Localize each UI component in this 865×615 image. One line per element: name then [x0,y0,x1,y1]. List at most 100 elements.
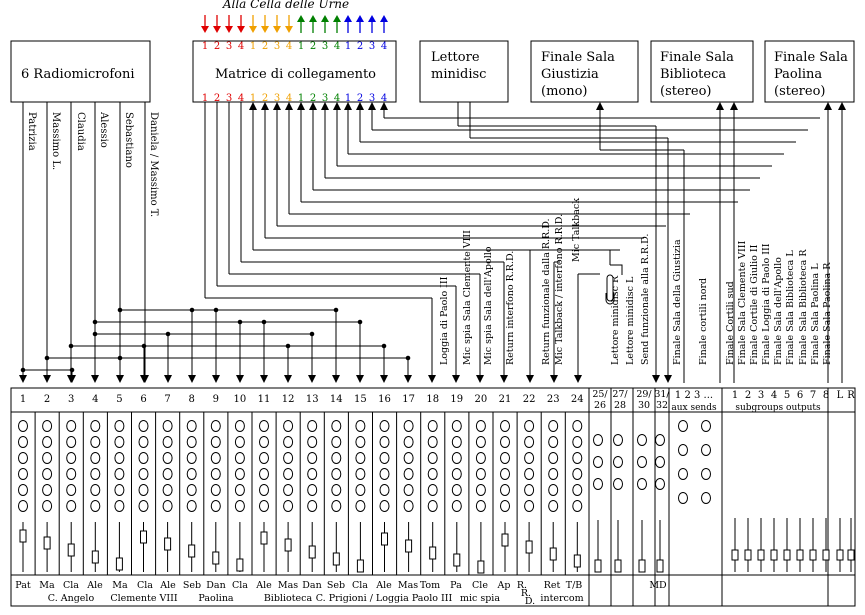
channel-knob [331,420,342,432]
channel-knob [18,420,28,432]
channel-knob [548,452,559,464]
channel-fader [429,546,437,560]
matrix-bottom-number: 2 [357,93,363,104]
matrix-bottom-number: 1 [250,93,256,104]
stereo-knob [655,456,665,468]
matrix-arrowhead-down [225,26,233,33]
channel-knob [500,484,510,496]
channel-knob [451,452,462,464]
matrix-box [192,40,397,103]
signal-label: Return interfono R.R.D. [505,251,516,365]
channel-knob [427,420,438,432]
matrix-arrowhead-down [249,26,257,33]
junction-dot [92,319,98,325]
channel-knob [66,420,77,432]
channel-knob [42,500,53,512]
channel-knob [66,500,77,512]
giustizia-box [530,40,639,103]
junction-dot [285,343,291,349]
mic-name-label: Daniela / Massimo T. [148,112,159,217]
subgroup-fader [836,549,844,561]
channel-knob [186,436,197,448]
channel-knob [427,436,438,448]
channel-number: 15 [354,394,367,405]
channel-knob [259,420,269,432]
matrix-top-number: 4 [334,41,340,52]
stereo-channel-number: 25/ [592,389,608,400]
channel-knob [331,500,342,512]
matrix-arrowhead-down [213,26,221,33]
subgroup-number: 3 [758,390,764,401]
channel-knob [524,420,535,432]
channel-knob [307,500,318,512]
channel-number: 4 [92,394,98,405]
scribble-label: Seb [183,580,201,591]
stereo-knob [637,434,647,446]
channel-knob [379,468,390,480]
matrix-arrowhead-down [261,26,269,33]
channel-knob [572,500,583,512]
channel-knob [18,452,28,464]
channel-knob [114,452,125,464]
channel-knob [548,468,559,480]
channel-knob [307,484,318,496]
channel-knob [500,452,510,464]
scribble-label: C. Prigioni / Loggia Paolo III [316,593,453,604]
aux-label: aux sends [671,403,717,413]
signal-label: Mic Talkback / interfono R.R.D. [554,214,565,365]
matrix-arrowhead-down [285,26,293,33]
channel-number: 24 [571,394,584,405]
scribble-label: intercom [540,593,583,604]
aux-knob [678,444,688,456]
channel-knob [259,436,269,448]
stereo-channel-number: 32 [656,400,668,411]
signal-label: Finale Sala Paolina L [810,263,821,365]
subgroup-number: 7 [810,390,816,401]
scribble-label: MD [649,580,667,591]
stereo-channel-number: 27/ [612,389,628,400]
subgroup-fader [757,549,765,561]
channel-knob [114,436,125,448]
channel-knob [355,452,366,464]
channel-number: 14 [330,394,343,405]
radiomicrofoni-box [10,40,151,103]
junction-dot [117,307,123,313]
aux-numbers: 1 2 3 ... [675,390,713,401]
scribble-label: Ale [375,580,392,591]
channel-fader [573,554,581,568]
channel-number: 5 [116,394,122,405]
channel-number: 11 [258,394,271,405]
channel-fader [188,544,196,558]
signal-label: Lettore minidisc L [625,276,636,365]
channel-knob [42,468,53,480]
subgroup-fader [822,549,830,561]
signal-label: Finale Cortile di Giulio II [749,244,760,365]
channel-fader [332,552,340,566]
subgroup-fader [796,549,804,561]
mic-name-label: Claudia [75,112,86,151]
subgroup-fader [783,549,791,561]
channel-knob [379,420,390,432]
channel-knob [210,500,221,512]
channel-knob [42,436,53,448]
matrix-arrowhead-up [356,15,364,22]
channel-number: 6 [140,394,146,405]
channel-number: 13 [306,394,319,405]
aux-knob [701,420,711,432]
channel-knob [475,436,486,448]
channel-fader [260,531,268,545]
junction-dot [237,319,243,325]
channel-knob [90,420,101,432]
subgroup-fader [731,549,739,561]
paolina-label-3: (stereo) [774,84,825,99]
channel-number: 17 [402,394,415,405]
channel-knob [283,468,294,480]
channel-knob [572,452,583,464]
stereo-channel-number: 29/ [636,389,652,400]
channel-knob [42,420,53,432]
channel-knob [186,420,197,432]
channel-knob [283,500,294,512]
channel-fader [236,558,244,572]
scribble-label: Cla [137,580,153,591]
